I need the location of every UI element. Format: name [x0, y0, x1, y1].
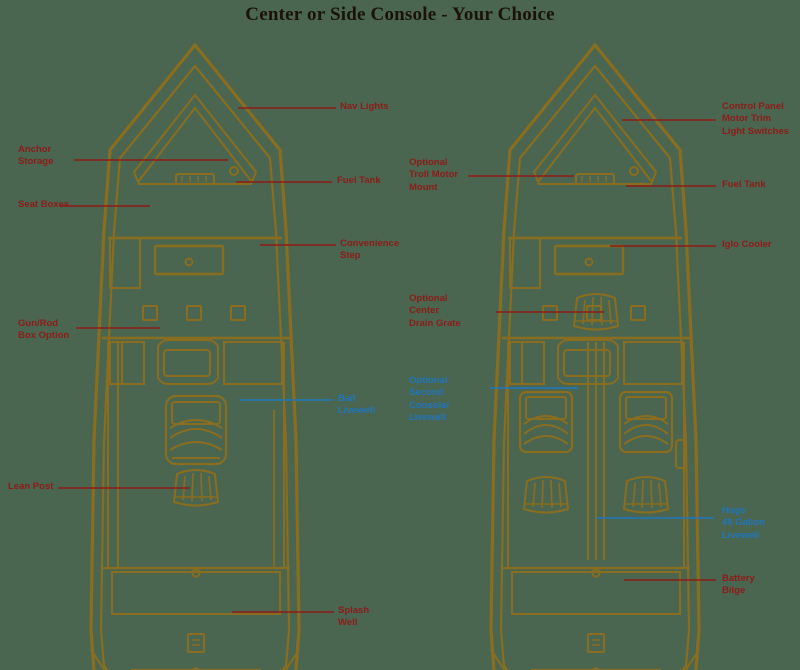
- left-boat-center-console: [89, 43, 301, 670]
- label-fuel-tank-right: Fuel Tank: [722, 179, 766, 190]
- label-battery-bilge: Battery Bilge: [722, 573, 755, 597]
- label-splash-well: Splash Well: [338, 605, 370, 629]
- label-lean-post: Lean Post: [8, 481, 54, 492]
- label-anchor-storage: Anchor Storage: [18, 144, 54, 168]
- label-control-panel: Control Panel Motor Trim Light Switches: [722, 101, 790, 137]
- label-second-console: Optional Second Console/ Livewell: [409, 375, 450, 424]
- label-bait-livewell: Bait Livewell: [338, 393, 375, 417]
- label-seat-boxes: Seat Boxes: [18, 199, 70, 210]
- page-title: Center or Side Console - Your Choice: [245, 4, 555, 25]
- right-boat-side-console: [489, 43, 701, 670]
- label-huge-livewell: Huge 45 Gallon Livewell: [722, 505, 765, 541]
- label-center-drain-grate: Optional Center Drain Grate: [409, 293, 461, 329]
- label-iglo-cooler: Iglo Cooler: [722, 239, 772, 250]
- label-gun-rod-box: Gun/Rod Box Option: [18, 318, 70, 342]
- label-fuel-tank-left: Fuel Tank: [337, 175, 381, 186]
- label-nav-lights: Nav Lights: [340, 101, 389, 112]
- leader-lines: [58, 107, 716, 613]
- label-troll-motor-mount: Optional Troll Motor Mount: [409, 157, 459, 193]
- label-convenience-step: Convenience Step: [340, 238, 400, 262]
